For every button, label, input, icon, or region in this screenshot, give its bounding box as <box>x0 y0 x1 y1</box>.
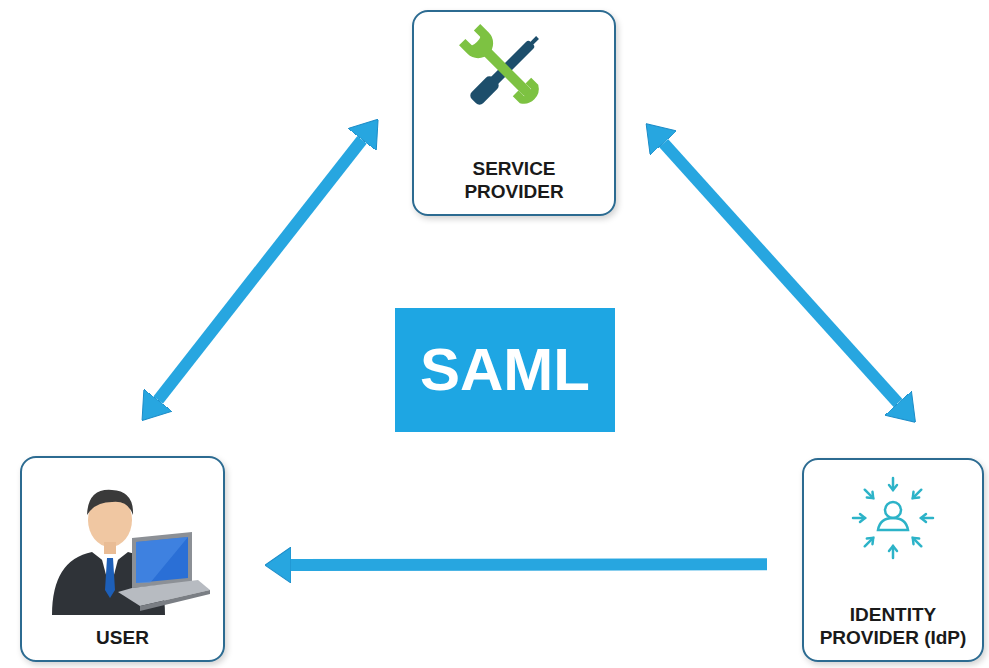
flow-arrow <box>291 558 767 571</box>
flow-arrow <box>158 140 362 400</box>
node-label: USER <box>96 626 149 650</box>
inward-arrow <box>913 490 921 498</box>
inward-arrow-head <box>889 485 897 490</box>
inward-arrow <box>865 490 873 498</box>
saml-badge: SAML <box>395 308 615 432</box>
identity-provider-box: IDENTITY PROVIDER (IdP) <box>802 458 984 662</box>
user-box: USER <box>20 456 225 662</box>
inward-arrow-head <box>867 538 873 544</box>
service-provider-box: SERVICE PROVIDER <box>412 10 616 216</box>
user-icon <box>52 490 210 615</box>
node-label: SERVICE PROVIDER <box>449 157 579 205</box>
inward-arrow-head <box>860 514 865 522</box>
tools-icon <box>459 24 545 110</box>
inward-arrow <box>865 538 873 546</box>
inward-arrow <box>913 538 921 546</box>
inward-arrow-head <box>889 546 897 551</box>
flow-arrow <box>664 143 898 403</box>
inward-arrow-head <box>867 492 873 498</box>
inward-arrow-head <box>913 538 919 544</box>
node-label: SAML <box>420 337 590 403</box>
inward-arrow-head <box>913 492 919 498</box>
identity-icon <box>853 478 933 558</box>
inward-arrow-head <box>921 514 926 522</box>
node-label: IDENTITY PROVIDER (IdP) <box>812 603 974 651</box>
